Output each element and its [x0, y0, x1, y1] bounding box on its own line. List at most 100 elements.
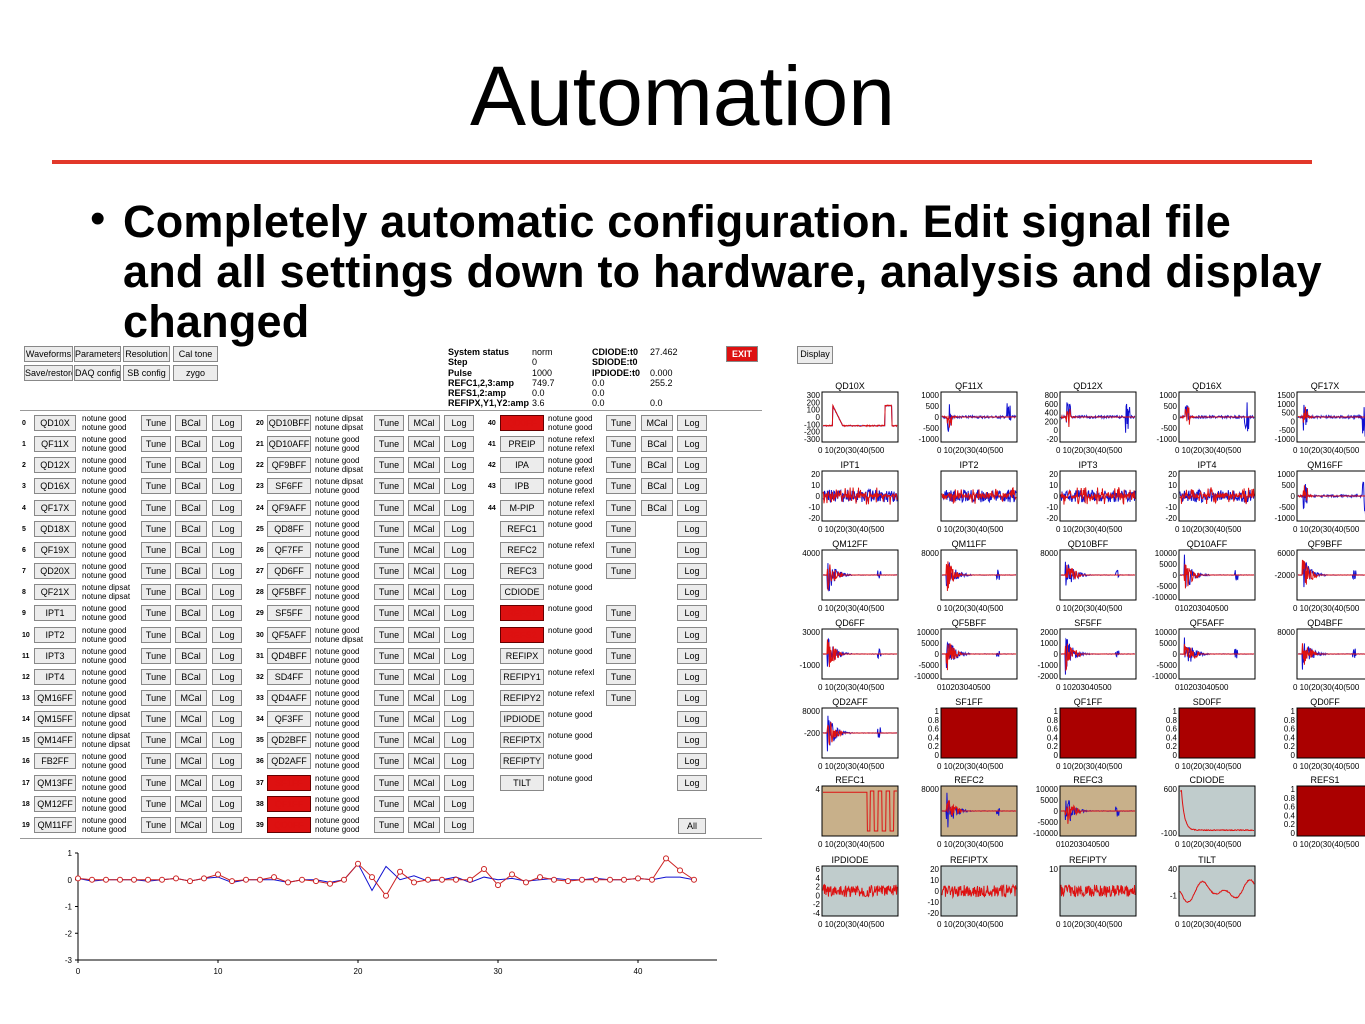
tune-button[interactable]: Tune — [374, 584, 404, 600]
log-button[interactable]: Log — [677, 542, 707, 558]
tune-button[interactable]: Tune — [141, 478, 171, 494]
channel-button[interactable]: QF9BFF — [267, 457, 311, 473]
channel-button[interactable]: QF9AFF — [267, 500, 311, 516]
tune-button[interactable]: Tune — [606, 415, 636, 431]
tune-button[interactable]: Tune — [374, 500, 404, 516]
channel-button[interactable]: QF11X — [34, 436, 76, 452]
log-button[interactable]: Log — [444, 711, 474, 727]
cal-button[interactable]: MCal — [175, 817, 207, 833]
tune-button[interactable]: Tune — [374, 542, 404, 558]
tune-button[interactable]: Tune — [606, 521, 636, 537]
tune-button[interactable]: Tune — [141, 753, 171, 769]
tune-button[interactable]: Tune — [374, 627, 404, 643]
channel-button[interactable]: QF3FF — [267, 711, 311, 727]
tune-button[interactable]: Tune — [141, 457, 171, 473]
cal-button[interactable]: MCal — [408, 796, 440, 812]
log-button[interactable]: Log — [677, 648, 707, 664]
log-button[interactable]: Log — [212, 415, 242, 431]
log-button[interactable]: Log — [444, 584, 474, 600]
tune-button[interactable]: Tune — [141, 415, 171, 431]
tune-button[interactable]: Tune — [374, 605, 404, 621]
channel-button[interactable]: QD10BFF — [267, 415, 311, 431]
cal-button[interactable]: MCal — [408, 478, 440, 494]
sb-config-button[interactable]: SB config — [123, 365, 170, 381]
log-button[interactable]: Log — [677, 669, 707, 685]
cal-button[interactable]: MCal — [641, 415, 673, 431]
tune-button[interactable]: Tune — [606, 563, 636, 579]
channel-button[interactable]: QD0FF — [267, 817, 311, 833]
channel-button[interactable]: QM15FF — [34, 711, 76, 727]
cal-button[interactable]: BCal — [175, 627, 207, 643]
cal-button[interactable]: BCal — [175, 478, 207, 494]
cal-button[interactable]: MCal — [175, 690, 207, 706]
tune-button[interactable]: Tune — [141, 605, 171, 621]
log-button[interactable]: Log — [212, 711, 242, 727]
cal-button[interactable]: MCal — [408, 500, 440, 516]
channel-button[interactable]: QM14FF — [34, 732, 76, 748]
log-button[interactable]: Log — [677, 415, 707, 431]
resolution-button[interactable]: Resolution — [123, 346, 170, 362]
log-button[interactable]: Log — [212, 775, 242, 791]
log-button[interactable]: Log — [212, 605, 242, 621]
cal-button[interactable]: MCal — [175, 711, 207, 727]
parameters-button[interactable]: Parameters — [74, 346, 121, 362]
log-button[interactable]: Log — [444, 669, 474, 685]
log-button[interactable]: Log — [677, 584, 707, 600]
cal-button[interactable]: MCal — [408, 669, 440, 685]
tune-button[interactable]: Tune — [374, 521, 404, 537]
channel-button[interactable]: SF6FF — [267, 478, 311, 494]
tune-button[interactable]: Tune — [141, 796, 171, 812]
channel-button[interactable]: IPT4 — [34, 669, 76, 685]
cal-button[interactable]: MCal — [408, 584, 440, 600]
log-button[interactable]: Log — [212, 732, 242, 748]
channel-button[interactable]: IPB — [500, 478, 544, 494]
log-button[interactable]: Log — [677, 753, 707, 769]
tune-button[interactable]: Tune — [374, 753, 404, 769]
cal-button[interactable]: BCal — [175, 584, 207, 600]
tune-button[interactable]: Tune — [141, 669, 171, 685]
channel-button[interactable]: IPT3 — [34, 648, 76, 664]
channel-button[interactable]: REFS1 — [500, 605, 544, 621]
channel-button[interactable]: IPDIODE — [500, 711, 544, 727]
log-button[interactable]: Log — [677, 500, 707, 516]
log-button[interactable]: Log — [677, 563, 707, 579]
tune-button[interactable]: Tune — [606, 478, 636, 494]
channel-button[interactable]: QF7FF — [267, 542, 311, 558]
channel-button[interactable]: SF1FF — [267, 775, 311, 791]
channel-button[interactable]: QD20X — [34, 563, 76, 579]
tune-button[interactable]: Tune — [374, 775, 404, 791]
log-button[interactable]: Log — [212, 796, 242, 812]
log-button[interactable]: Log — [444, 627, 474, 643]
tune-button[interactable]: Tune — [374, 669, 404, 685]
tune-button[interactable]: Tune — [606, 627, 636, 643]
channel-button[interactable]: REFC1 — [500, 521, 544, 537]
cal-button[interactable]: BCal — [175, 457, 207, 473]
channel-button[interactable]: QD16X — [34, 478, 76, 494]
channel-button[interactable]: QF17X — [34, 500, 76, 516]
tune-button[interactable]: Tune — [141, 521, 171, 537]
cal-button[interactable]: MCal — [175, 775, 207, 791]
cal-button[interactable]: BCal — [175, 521, 207, 537]
cal-button[interactable]: BCal — [641, 500, 673, 516]
channel-button[interactable]: TILT — [500, 775, 544, 791]
tune-button[interactable]: Tune — [374, 732, 404, 748]
log-button[interactable]: Log — [212, 584, 242, 600]
cal-button[interactable]: MCal — [175, 732, 207, 748]
channel-button[interactable]: QD12X — [34, 457, 76, 473]
tune-button[interactable]: Tune — [141, 817, 171, 833]
waveforms-button[interactable]: Waveforms — [24, 346, 73, 362]
channel-button[interactable]: REFIPY2 — [500, 690, 544, 706]
cal-button[interactable]: MCal — [408, 711, 440, 727]
log-button[interactable]: Log — [444, 775, 474, 791]
cal-button[interactable]: BCal — [175, 542, 207, 558]
tune-button[interactable]: Tune — [606, 690, 636, 706]
channel-button[interactable]: IPA — [500, 457, 544, 473]
log-button[interactable]: Log — [444, 605, 474, 621]
save-restore-button[interactable]: Save/restore — [24, 365, 73, 381]
channel-button[interactable]: REFC2 — [500, 542, 544, 558]
log-button[interactable]: Log — [212, 753, 242, 769]
tune-button[interactable]: Tune — [141, 690, 171, 706]
cal-button[interactable]: MCal — [408, 817, 440, 833]
tune-button[interactable]: Tune — [141, 711, 171, 727]
channel-button[interactable]: QD18X — [34, 521, 76, 537]
